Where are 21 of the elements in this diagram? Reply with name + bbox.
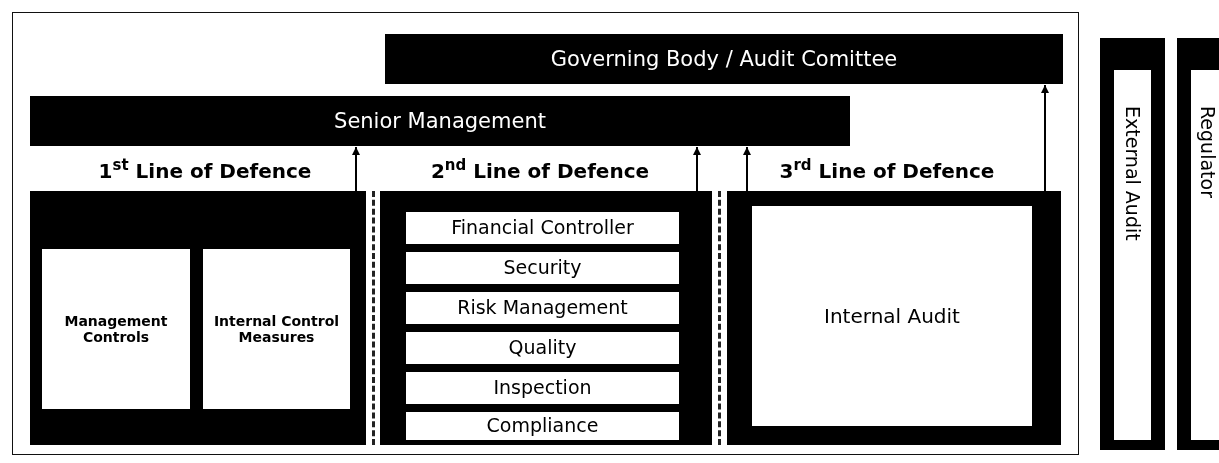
side-bar (1100, 38, 1165, 450)
vertical-label: External Audit (1114, 70, 1151, 440)
function-row: Security (405, 251, 680, 285)
title-bar (385, 34, 1063, 84)
arrow (352, 146, 360, 192)
function-row: Quality (405, 331, 680, 365)
vertical-label: Regulator (1191, 70, 1219, 440)
control-box: Internal Control Measures (203, 249, 350, 409)
bar-label: Senior Management (334, 108, 546, 134)
control-box: Management Controls (42, 249, 190, 409)
arrow (743, 146, 751, 192)
function-row: Financial Controller (405, 211, 680, 245)
function-row: Risk Management (405, 291, 680, 325)
arrow (1041, 84, 1049, 192)
bar-label: Governing Body / Audit Comittee (550, 46, 898, 72)
title-bar (30, 96, 850, 146)
side-bar (1177, 38, 1219, 450)
audit-box: Internal Audit (752, 206, 1032, 426)
function-row: Inspection (405, 371, 680, 405)
arrow (693, 146, 701, 192)
function-row: Compliance (405, 411, 680, 441)
